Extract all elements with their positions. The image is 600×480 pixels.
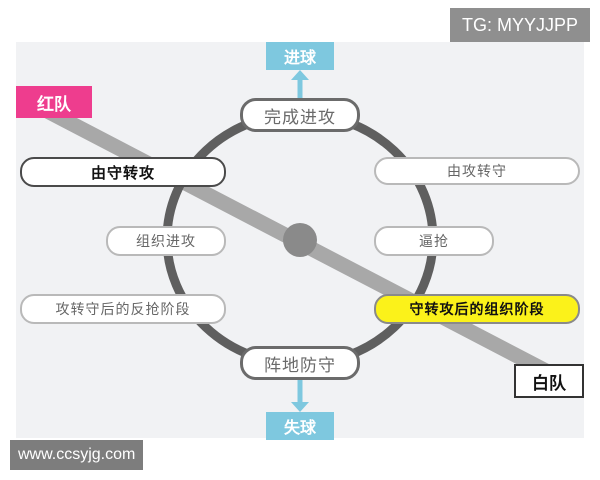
phase-counter-press: 攻转守后的反抢阶段 [20, 294, 226, 324]
node-complete-attack: 完成进攻 [240, 98, 360, 132]
goal-conceded-label: 失球 [283, 418, 316, 437]
node-pressing: 逼抢 [374, 226, 494, 256]
phase-attack-to-defense: 由攻转守 [374, 157, 580, 185]
center-dot [283, 223, 317, 257]
red-team-label: 红队 [16, 86, 92, 118]
white-team-label: 白队 [514, 364, 584, 398]
phase-post-transition-build-up: 守转攻后的组织阶段 [374, 294, 580, 324]
node-build-up-attack: 组织进攻 [106, 226, 226, 256]
goal-scored-box: 进球 [266, 42, 334, 70]
watermark-bottom: www.ccsyjg.com [10, 440, 144, 470]
node-positional-defense: 阵地防守 [240, 346, 360, 380]
goal-scored-label: 进球 [283, 48, 316, 67]
goal-conceded-box: 失球 [266, 412, 334, 440]
arrow-to-concede-head [291, 402, 309, 412]
arrow-to-goal-head [291, 70, 309, 80]
phase-defense-to-attack: 由守转攻 [20, 157, 226, 187]
watermark-top: TG: MYYJJPP [449, 8, 590, 42]
